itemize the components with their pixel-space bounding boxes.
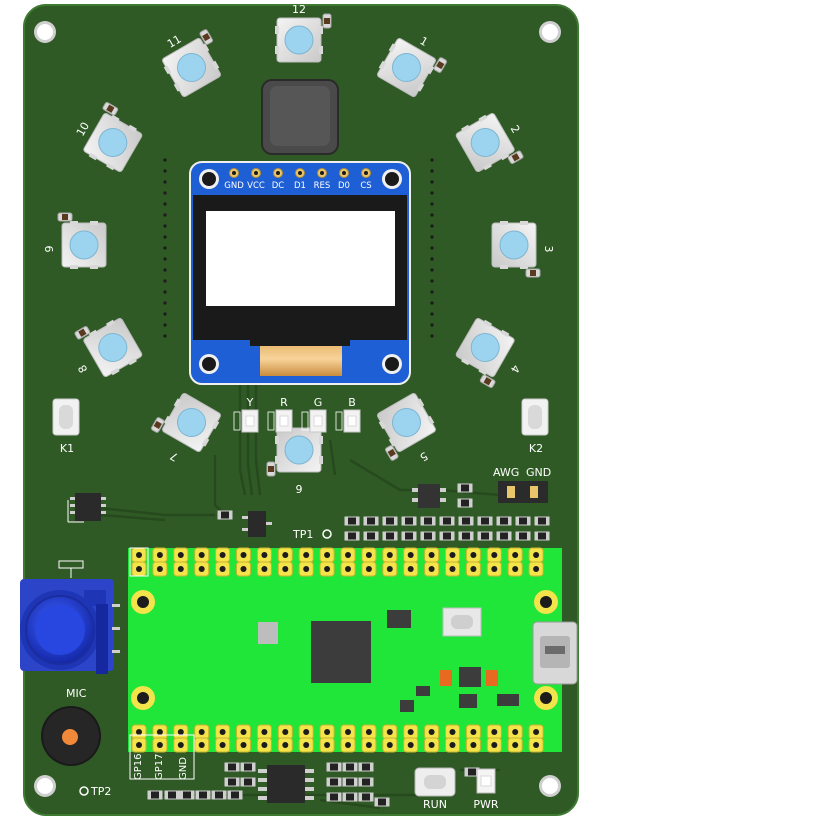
label-gp16: GP16 [133,753,144,780]
microphone [41,706,101,766]
run-button[interactable] [414,767,456,797]
led-11 [162,29,221,97]
led-2 [455,113,524,172]
led-label-11: 11 [165,32,184,50]
label-tp2: TP2 [90,785,111,798]
led-3 [491,221,541,278]
button-k2[interactable] [521,398,549,436]
label-k2: K2 [529,442,543,455]
rp2040-chip [311,621,371,683]
pwr-led [476,768,496,794]
led-6 [266,427,323,477]
oled-pin-vcc: VCC [247,181,265,191]
led-5 [377,393,436,461]
tp2-test-point [79,786,89,796]
pico-pin-labels: GP16 GP17 GND [129,734,195,780]
label-run: RUN [423,798,447,811]
oled-pin-cs: CS [360,181,371,191]
button-k1[interactable] [52,398,80,436]
led-9 [57,212,107,269]
label-k1: K1 [60,442,74,455]
led-10 [83,102,143,172]
label-tp1: TP1 [292,528,313,541]
awg-gnd-header [498,481,548,503]
label-gnd: GND [526,466,551,479]
sensor-ic [67,493,106,523]
oled-screen [206,211,395,306]
bootsel-button[interactable] [442,607,482,637]
led-1 [377,38,447,97]
tp1-test-point [322,529,332,539]
status-led-label-r: R [280,396,288,409]
label-mic: MIC [66,687,87,700]
led-label-3: 3 [542,246,555,253]
led-7 [151,393,221,452]
led-label-9: 9 [43,246,56,253]
status-led-label-g: G [314,396,323,409]
oled-pin-gnd: GND [224,181,244,191]
status-led-label-y: Y [246,396,254,409]
led-8 [74,318,143,377]
led-4 [455,318,515,388]
oled-ribbon [260,342,342,376]
label-awg: AWG [493,466,519,479]
led-12 [275,13,332,63]
sot-component [412,484,446,508]
potentiometer-silk-symbol [58,560,84,578]
mounting-holes [34,21,561,797]
bottom-ic [258,765,314,803]
oled-pin-d0: D0 [338,181,350,191]
potentiometer[interactable] [20,579,120,674]
oled-pin-res: RES [314,181,331,191]
oled-pin-d1: D1 [294,181,306,191]
led-label-12: 12 [292,3,306,16]
pico-module [128,547,578,753]
small-ic [242,511,272,537]
status-led-label-b: B [348,396,356,409]
via-rows [163,158,434,338]
label-pin-gnd: GND [178,757,189,780]
led-label-10: 10 [74,120,92,139]
label-gp17: GP17 [154,753,165,780]
led-label-6: 6 [296,482,303,495]
oled-pin-dc: DC [272,181,285,191]
passive-components [147,483,550,807]
label-pwr: PWR [473,798,499,811]
